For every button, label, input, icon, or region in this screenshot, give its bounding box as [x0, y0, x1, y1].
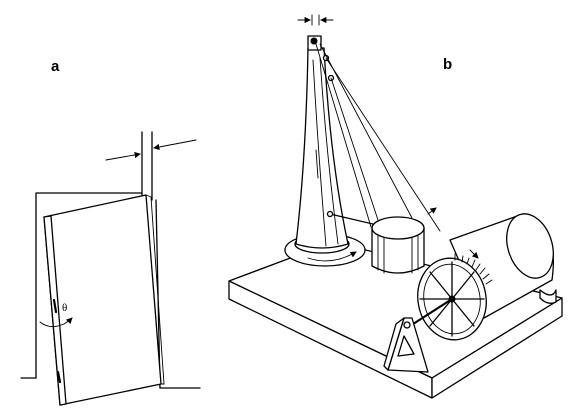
offset-dimension-arrows: [105, 139, 197, 161]
suspension-width-marks: [297, 14, 334, 26]
axle: [408, 297, 454, 328]
panel-a: a θ: [20, 58, 201, 406]
door-rotation-arrow: [39, 317, 73, 327]
tower-rotation-arrow: [307, 251, 357, 262]
tower: [295, 35, 349, 249]
panel-b-label: b: [443, 56, 452, 73]
wheel-scale-ticks: [454, 253, 493, 285]
suspension-strings: [315, 43, 441, 232]
cylinder-mass: [371, 216, 425, 274]
door-angle-symbol: θ: [62, 302, 67, 314]
panel-b: b: [228, 14, 563, 399]
axle-support-stand: [383, 317, 429, 373]
panel-a-label: a: [51, 58, 60, 75]
door-slab: [43, 194, 165, 406]
